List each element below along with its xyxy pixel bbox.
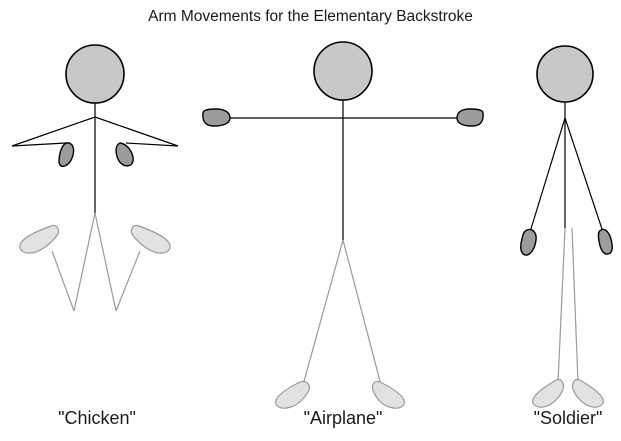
caption-soldier: "Soldier" <box>498 408 621 429</box>
soldier-head <box>537 46 593 102</box>
chicken-inner-legs <box>74 213 116 311</box>
caption-airplane: "Airplane" <box>273 408 413 429</box>
chicken-left-hand <box>59 143 74 166</box>
caption-chicken: "Chicken" <box>27 408 167 429</box>
figure-airplane <box>203 42 483 408</box>
soldier-right-foot <box>572 380 603 408</box>
chicken-right-hand <box>116 143 133 166</box>
airplane-left-foot <box>276 381 310 408</box>
soldier-left-foot <box>533 380 564 408</box>
chicken-right-foot <box>131 225 170 253</box>
soldier-left-leg <box>558 228 565 383</box>
soldier-right-arm <box>565 118 603 232</box>
soldier-right-hand <box>598 229 612 254</box>
airplane-right-hand <box>457 109 483 126</box>
soldier-left-arm <box>530 118 565 232</box>
soldier-right-leg <box>572 228 578 383</box>
soldier-left-hand <box>521 229 536 255</box>
airplane-left-hand <box>203 109 230 126</box>
figure-chicken <box>12 45 178 311</box>
chicken-left-shin <box>52 251 74 311</box>
chicken-left-foot <box>20 225 59 253</box>
chicken-head <box>66 45 124 103</box>
airplane-left-leg <box>303 240 343 385</box>
airplane-right-foot <box>372 381 404 408</box>
figure-soldier <box>521 46 612 407</box>
airplane-head <box>314 42 372 100</box>
chicken-right-shin <box>116 251 140 311</box>
airplane-right-leg <box>343 240 381 385</box>
